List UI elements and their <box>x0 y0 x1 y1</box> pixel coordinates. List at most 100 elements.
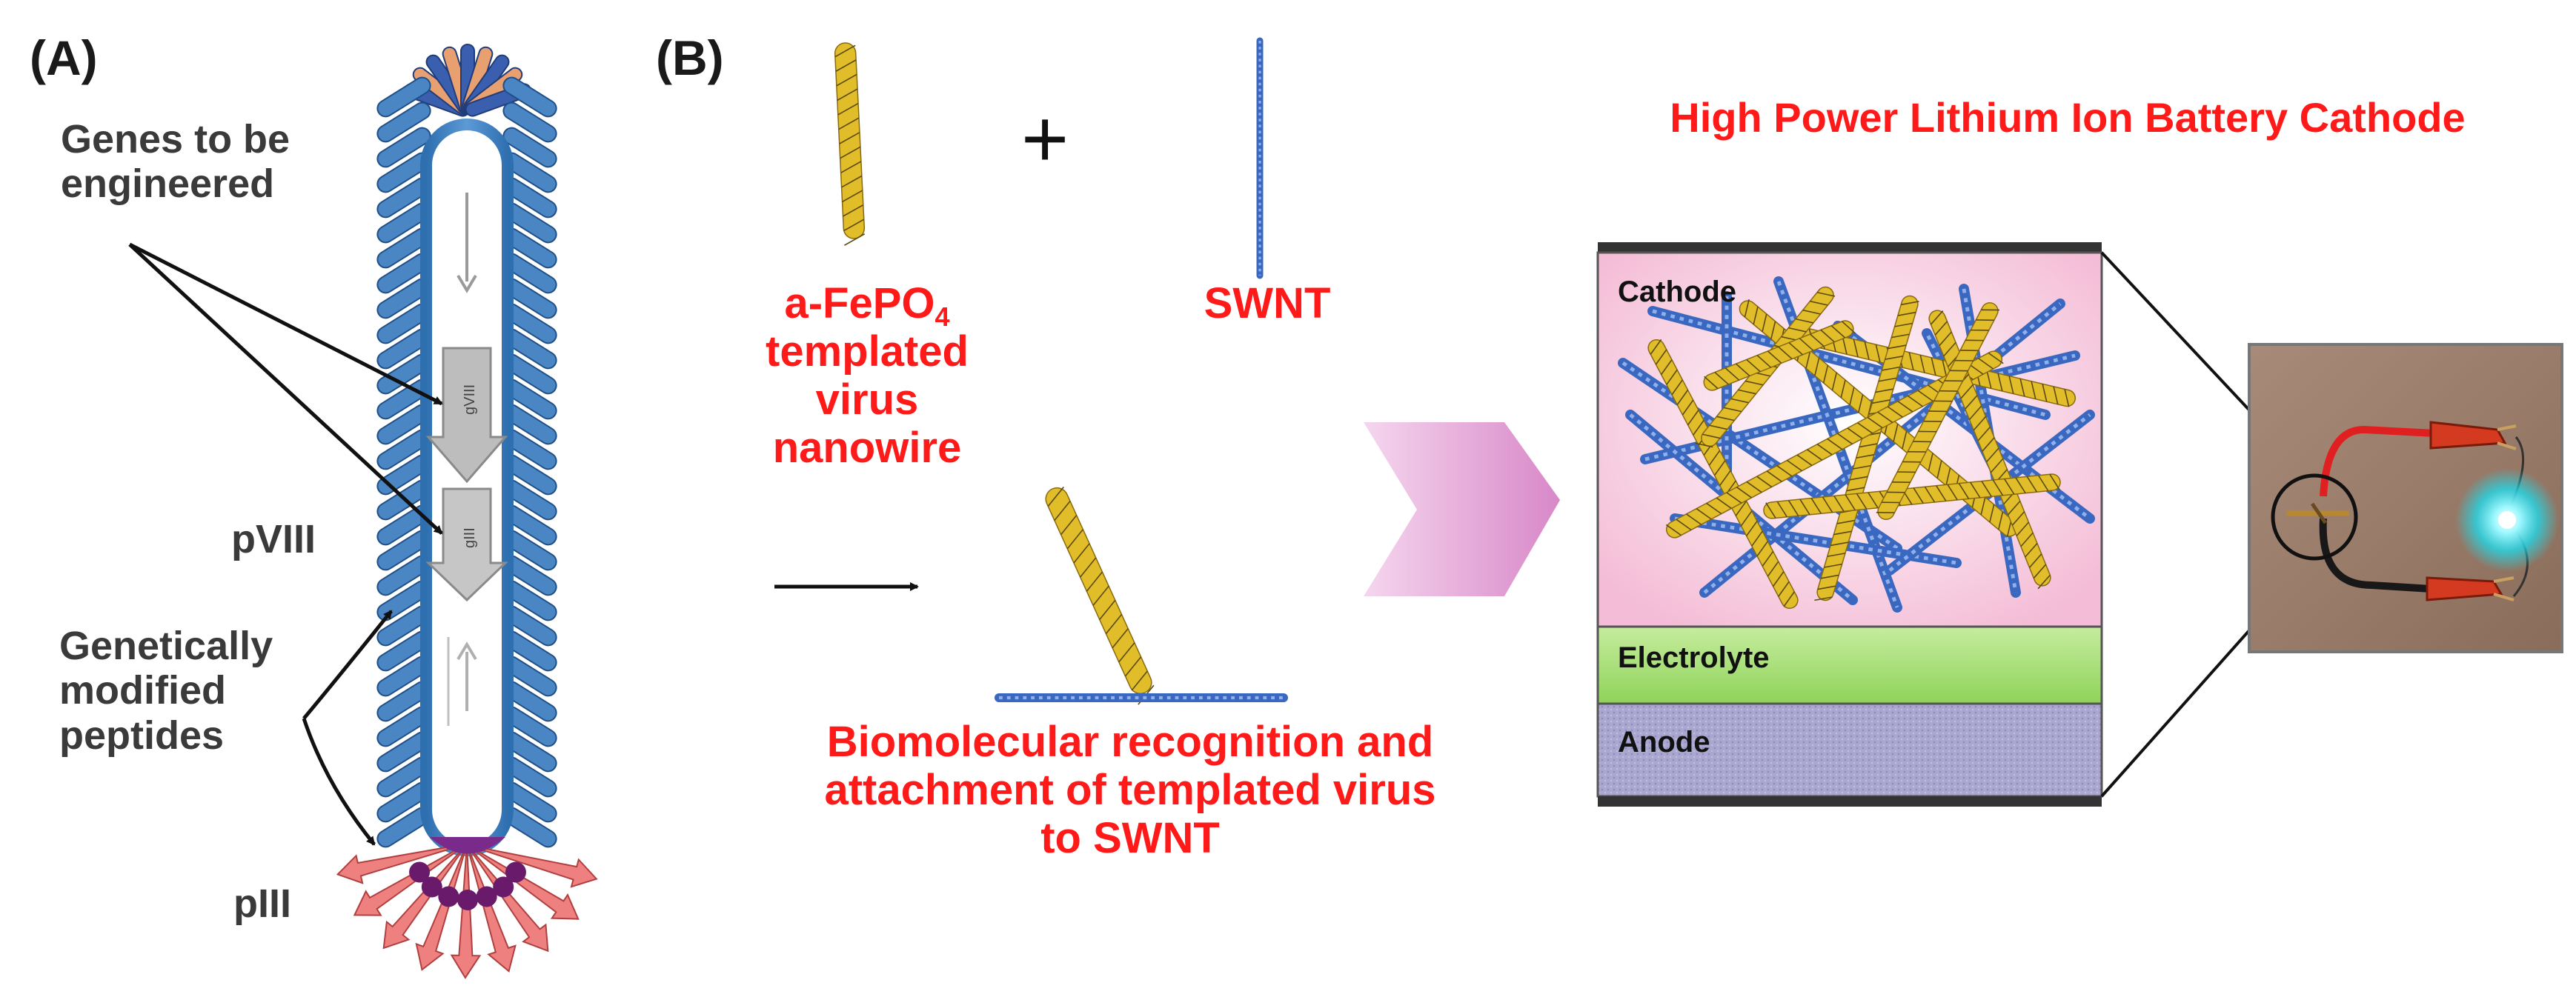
nanowire-stripe <box>1810 498 1822 514</box>
nanowire-stripe <box>1888 344 1907 350</box>
nanowire-stripe <box>1936 460 1942 479</box>
nanowire-stripe <box>1671 379 1683 396</box>
nanowire-stripe <box>1989 504 1995 523</box>
nanowire-stripe <box>1981 309 1999 311</box>
nanowire-stripe <box>1908 450 1926 453</box>
nanowire-stripe <box>1882 366 1900 371</box>
coat-protein-rod <box>376 101 431 143</box>
nanowire-stripe <box>1723 407 1742 413</box>
nanowire-stripe <box>1976 319 1994 321</box>
nanowire-stripe <box>2033 564 2047 579</box>
nanowire-stripe <box>1762 550 1774 567</box>
nanowire-stripe <box>1960 384 1974 399</box>
nanowire-stripe <box>1876 512 1895 513</box>
nanowire-stripe <box>1686 513 1702 525</box>
nanowire-stripe <box>1901 301 1919 306</box>
nanowire-stripe <box>1676 390 1689 405</box>
cell-pin <box>2286 502 2349 524</box>
nanowire-stripe <box>1875 388 1893 393</box>
nanowire-stripe <box>1913 487 1924 504</box>
nanowire-stripe <box>1918 430 1937 433</box>
tail-protein <box>415 844 468 971</box>
nanowire-stripe <box>1986 447 1999 463</box>
nanowire-stripe <box>1820 574 1839 579</box>
gene-label-viii: gVIII <box>462 384 478 415</box>
nanowire-stripe <box>1738 389 1756 395</box>
battery-cell <box>1596 242 2103 807</box>
nanowire-stripe <box>1857 422 1873 434</box>
nanowire-stripe <box>1833 530 1852 536</box>
nanowire-stripe <box>1933 400 1953 402</box>
nanowire-stripe <box>1783 591 1795 607</box>
nanowire-mesh <box>1618 276 2095 613</box>
nanowire-stripe <box>844 233 866 246</box>
nanowire-stripe <box>1099 599 1116 620</box>
nanowire-stripe <box>1841 321 1856 334</box>
nanowire-stripe <box>2026 476 2038 493</box>
nanowire-stripe <box>1704 376 1719 390</box>
nanowire-stripe <box>1886 491 1905 493</box>
nanowire-stripe <box>1805 350 1811 369</box>
nanowire-stripe <box>1968 405 1982 421</box>
panel-label-b: (B) <box>656 30 724 85</box>
nanowire-stripe <box>1897 471 1916 473</box>
nanowire-stripe <box>1981 481 1992 497</box>
tail-knob <box>493 876 514 898</box>
nanowire-stripe <box>1776 465 1793 477</box>
nanowire-body <box>1703 320 1854 391</box>
nanowire-stripe <box>1735 500 1747 516</box>
black-wire <box>2319 518 2431 593</box>
nanowire-stripe <box>1853 464 1871 470</box>
nanowire-stripe <box>837 102 859 116</box>
tail-protein <box>466 844 580 920</box>
tail-knob <box>476 886 497 907</box>
nanowire-stripe <box>1934 321 1948 336</box>
nanowire-stripe <box>1939 390 1958 392</box>
nanowire-stripe <box>2007 500 2021 516</box>
nanowire-stripe <box>1802 309 1821 315</box>
nanowire-stripe <box>1766 470 1782 482</box>
nanowire-stripe <box>1660 359 1673 376</box>
nanowire-stripe <box>1885 356 1903 360</box>
nanowire-stripe <box>1977 427 1991 441</box>
pviii-label: pVIII <box>231 517 316 561</box>
nanowire-stripe <box>1795 318 1814 324</box>
nanowire-stripe <box>1814 358 1820 376</box>
nanowire-stripe <box>1788 327 1807 333</box>
zoom-circle <box>2271 473 2358 561</box>
nanowire-stripe <box>1756 541 1769 557</box>
nanowire-stripe <box>1726 492 1742 504</box>
nanowire-stripe <box>1799 338 1814 351</box>
nanowire-stripe <box>1687 410 1699 426</box>
nanowire-stripe <box>842 190 863 203</box>
nanowire-stripe <box>1878 377 1897 382</box>
nanowire-stripe <box>1973 416 1987 431</box>
nanowire-stripe <box>1936 485 1947 501</box>
nanowire-stripe <box>843 204 864 217</box>
nanowire-stripe <box>2015 477 2026 494</box>
nanowire-stripe <box>1892 481 1911 483</box>
panel-label-a: (A) <box>30 30 98 85</box>
nanowire-stripe <box>1997 373 2003 392</box>
nanowire-stripe <box>1060 515 1078 536</box>
coat-protein-rod <box>376 127 431 168</box>
nanowire-stripe <box>1695 442 1713 448</box>
nanowire-stripe <box>1740 510 1753 527</box>
battery-top-plate <box>1598 242 2102 253</box>
tail-protein <box>382 843 468 950</box>
nanowire-stripe <box>1943 341 1956 357</box>
nanowire-stripe <box>1830 541 1849 547</box>
nanowire-stripe <box>1756 476 1773 488</box>
nanowire-stripe <box>1706 502 1722 515</box>
nanowire-stripe <box>839 132 860 144</box>
nanowire-stripe <box>1778 346 1793 360</box>
nanowire-stripe <box>1807 449 1823 461</box>
nanowire-stripe <box>1997 511 2004 530</box>
nanowire-stripe <box>2037 475 2049 492</box>
nanowire-stripe <box>1894 322 1913 327</box>
nanowire-stripe <box>1047 486 1064 507</box>
fepo4-label: a-FePO4 templated virus nanowire <box>682 279 1052 473</box>
nanowire-stripe <box>1931 357 1936 376</box>
nanowire-stripe <box>1945 467 1951 486</box>
plus-sign: + <box>1021 93 1069 184</box>
